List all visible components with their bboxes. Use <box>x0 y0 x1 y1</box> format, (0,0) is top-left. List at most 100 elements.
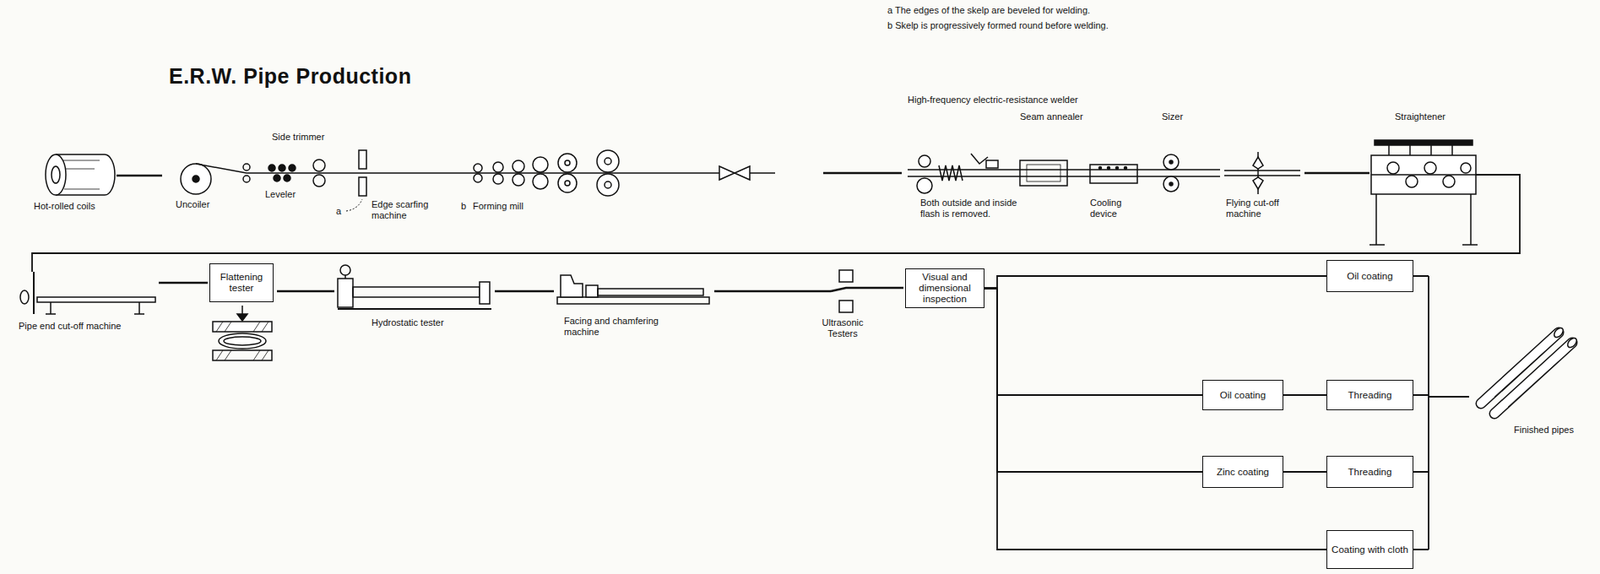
merge-line <box>1413 394 1429 396</box>
fin-pass <box>734 166 750 180</box>
forming-rolls <box>564 180 570 186</box>
straightener-drawing <box>1442 175 1455 188</box>
coil-drawing <box>51 166 60 184</box>
facing-machine-drawing <box>557 275 710 304</box>
annotation-label: Hot-rolled coils <box>33 200 96 212</box>
merge-line <box>1413 471 1429 473</box>
hydrostatic-tester-drawing <box>337 265 492 310</box>
flow-connector <box>984 276 1327 289</box>
annotation-label: Hydrostatic tester <box>371 317 445 329</box>
box-text: Flattening tester <box>213 271 270 294</box>
facing-machine-drawing <box>597 288 704 296</box>
annotation-label: Forming mill <box>472 200 524 212</box>
flattening-test-drawing <box>212 305 272 361</box>
straightener-drawing <box>1388 145 1453 156</box>
cooling-device <box>1099 167 1102 170</box>
welder-drawing <box>916 178 933 194</box>
straightener-drawing <box>1405 175 1418 188</box>
forming-rolls <box>493 173 504 185</box>
straightener-drawing <box>1424 162 1437 174</box>
callout-letter: a <box>336 206 342 217</box>
straightener-drawing <box>1371 173 1476 176</box>
process-box: Flattening tester <box>209 263 274 303</box>
cooling-device <box>1090 164 1138 184</box>
facing-machine-drawing <box>585 285 598 298</box>
welder-drawing <box>938 165 963 181</box>
facing-machine-drawing <box>557 297 710 304</box>
box-text: Visual and dimensional inspection <box>909 271 981 305</box>
forming-rolls <box>493 162 504 173</box>
box-text: Zinc coating <box>1216 466 1270 478</box>
merge-line <box>1427 276 1430 550</box>
edge-scarfer <box>358 150 367 196</box>
hydrostatic-tester-drawing <box>337 278 353 308</box>
merge-line <box>1413 394 1429 396</box>
straightener-drawing <box>1369 194 1478 245</box>
pinch-rolls <box>243 163 250 183</box>
annotation-label: Flying cut-off machine <box>1225 197 1297 220</box>
flattening-test-drawing <box>237 314 248 321</box>
side-trimmer-rolls <box>313 159 326 187</box>
forming-rolls <box>473 150 619 196</box>
flow-line <box>158 282 208 285</box>
annotation-label: a The edges of the skelp are beveled for… <box>887 5 1091 17</box>
forming-rolls <box>512 160 525 173</box>
flow-line <box>1304 172 1370 175</box>
forming-rolls <box>558 173 577 193</box>
uncoiler-drawing <box>180 163 212 195</box>
ultrasonic-tester-drawing <box>830 287 904 292</box>
flow-connector <box>1283 394 1327 396</box>
flow-connector <box>984 288 1203 396</box>
merge-line <box>1413 548 1429 551</box>
seam-annealer <box>1019 160 1068 186</box>
pinch-rolls <box>243 175 250 183</box>
forming-rolls <box>564 160 570 166</box>
straightener-drawing <box>1374 140 1473 146</box>
finished-pipes-drawing <box>1494 351 1559 407</box>
hydrostatic-tester-drawing <box>352 287 480 298</box>
flattening-test-drawing <box>218 333 266 349</box>
flying-cutoff <box>1252 177 1264 190</box>
box-text: Threading <box>1348 466 1393 478</box>
cooling-device <box>1090 164 1138 184</box>
hydrostatic-tester-drawing <box>340 265 351 276</box>
pipe-end-cutoff <box>20 271 156 315</box>
flying-cutoff <box>1224 151 1301 195</box>
edge-scarfer <box>358 150 367 169</box>
process-box: Threading <box>1326 455 1414 489</box>
uncoiler-drawing <box>192 175 200 183</box>
ultrasonic-tester-drawing <box>839 270 853 283</box>
pipe-end-cutoff <box>37 297 156 303</box>
welder-drawing <box>986 160 998 169</box>
forming-rolls <box>473 173 483 183</box>
finished-pipes-drawing <box>1494 342 1573 414</box>
side-trimmer-rolls <box>313 174 326 187</box>
flow-connector <box>984 288 1203 473</box>
merge-line <box>1413 275 1429 277</box>
flow-line <box>116 174 163 178</box>
process-box: Zinc coating <box>1202 455 1284 489</box>
forming-rolls <box>532 157 548 173</box>
annotation-label: Seam annealer <box>1019 111 1084 123</box>
leveler-rolls <box>278 164 286 172</box>
flying-cutoff <box>1224 169 1301 172</box>
forming-rolls <box>596 150 619 173</box>
pipe-end-cutoff <box>20 290 29 304</box>
finished-pipes-drawing <box>1480 325 1579 414</box>
sizer-rolls <box>1163 154 1179 170</box>
annotation-label: Facing and chamfering machine <box>564 315 659 338</box>
coil-drawing <box>45 154 115 196</box>
hydrostatic-tester-drawing <box>479 282 490 304</box>
flying-cutoff <box>1252 157 1264 169</box>
flow-line <box>823 172 902 175</box>
process-box: Oil coating <box>1202 379 1284 411</box>
annotation-label: Leveler <box>265 189 296 201</box>
sizer-rolls <box>1163 176 1179 192</box>
merge-line <box>1413 471 1429 473</box>
forming-rolls <box>604 181 612 189</box>
forming-rolls <box>532 173 548 190</box>
hydrostatic-tester-drawing <box>337 308 492 310</box>
edge-scarfer <box>358 177 367 196</box>
fin-pass <box>719 166 776 180</box>
